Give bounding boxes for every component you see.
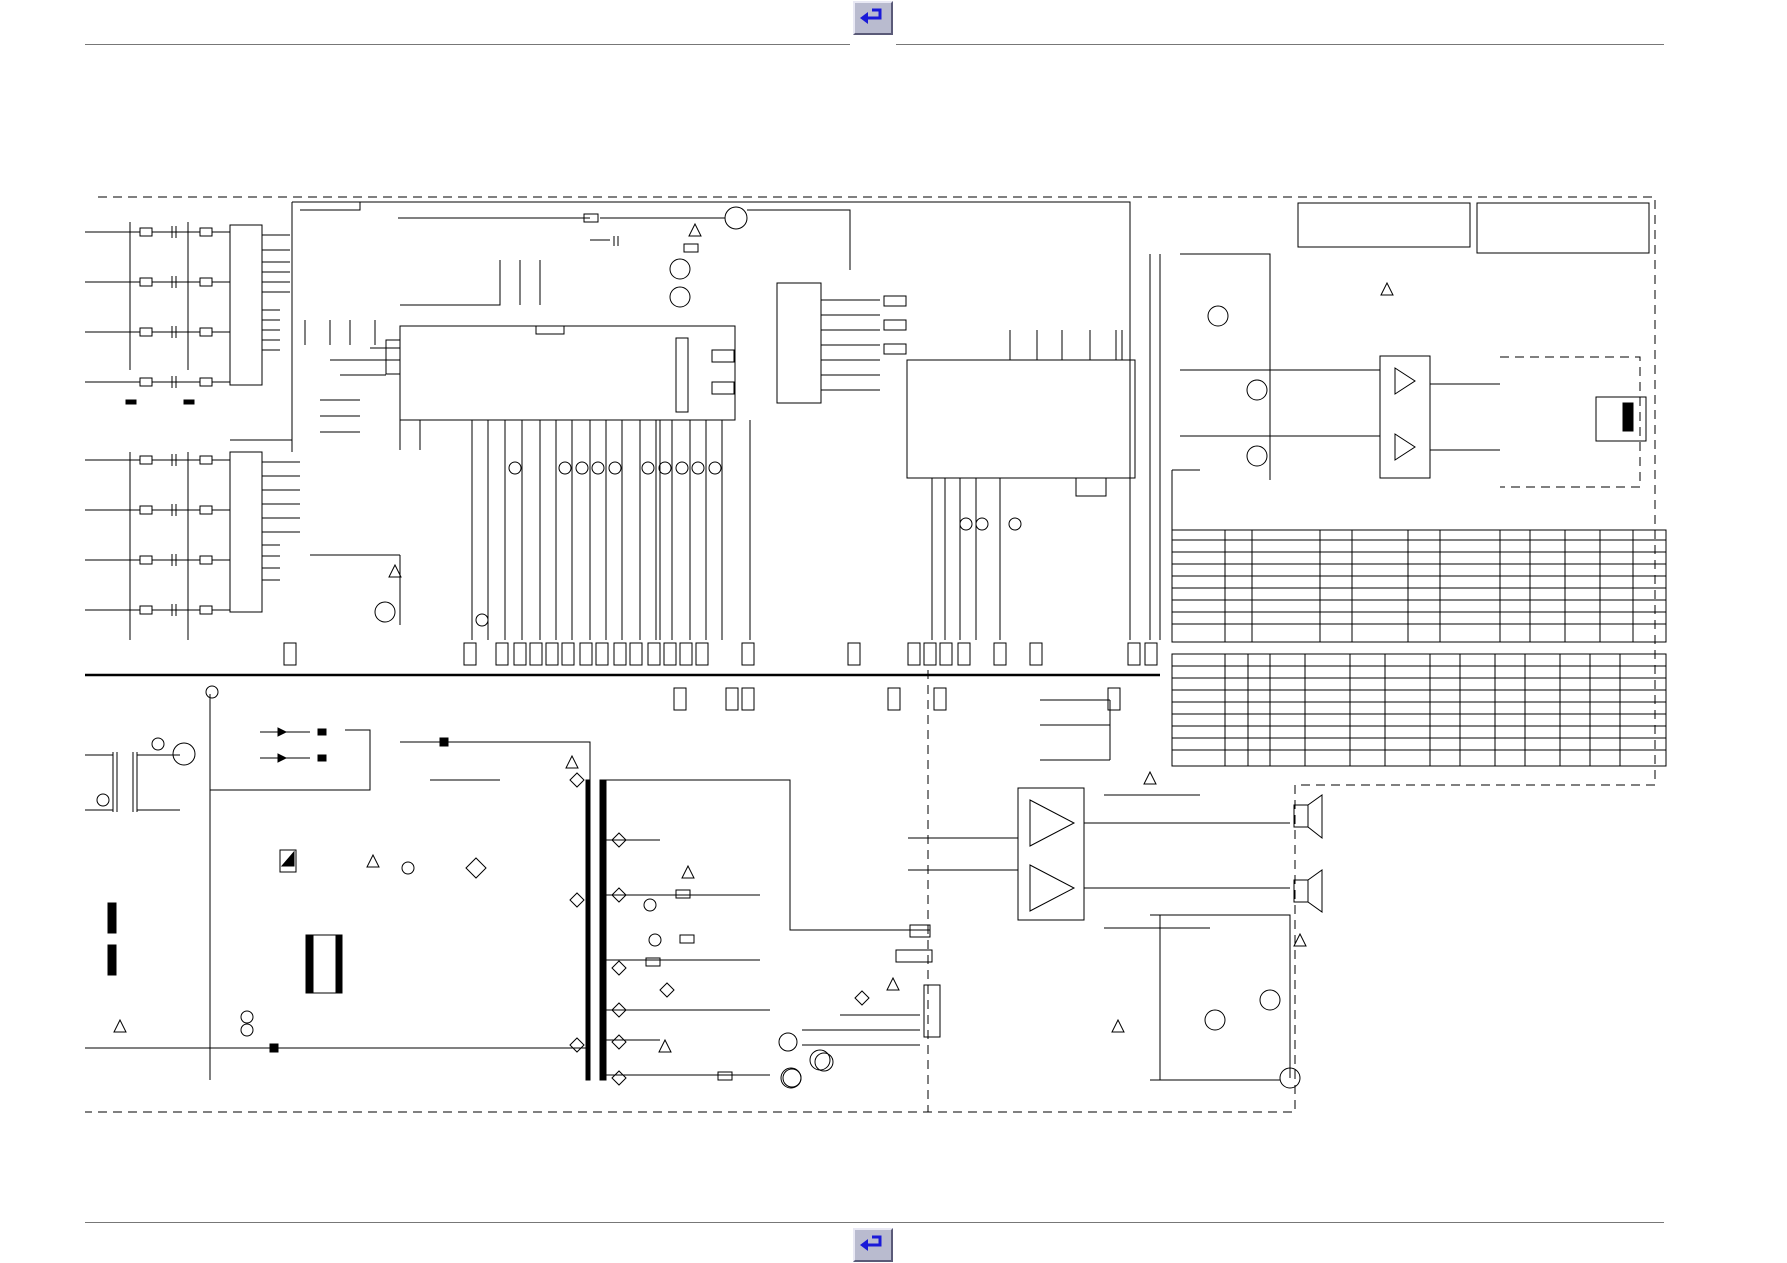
warning-triangles <box>113 222 1394 1053</box>
left-filter-network <box>85 222 230 640</box>
speakers <box>1293 794 1323 913</box>
ic-left-lower <box>229 451 263 613</box>
audio-power-amp <box>908 699 1290 929</box>
bottom-rule <box>85 1222 1664 1223</box>
back-button-top[interactable] <box>853 1 893 35</box>
ic-audio-processor <box>906 359 1136 479</box>
label-box-1 <box>1297 202 1471 248</box>
output-transistors <box>780 914 1301 1089</box>
back-button-bottom[interactable] <box>853 1228 893 1262</box>
spec-table-upper <box>1171 529 1667 643</box>
ic-opamp-dual <box>1379 355 1431 479</box>
return-arrow-icon <box>860 1235 882 1251</box>
section-borders <box>85 196 1656 1113</box>
main-ic-bus-lines <box>471 420 723 640</box>
headphone-jack <box>1595 396 1647 442</box>
spec-table-lower <box>1171 653 1667 767</box>
return-arrow-icon <box>860 8 882 24</box>
main-transformer <box>569 772 933 1086</box>
ic-switch <box>776 282 822 404</box>
top-rule-right <box>896 44 1664 45</box>
misc-traces <box>230 201 1200 640</box>
power-supply <box>85 685 591 1080</box>
ic-main-processor <box>399 325 736 421</box>
label-box-2 <box>1476 202 1650 254</box>
top-rule-left <box>85 44 850 45</box>
ic-left-upper <box>229 224 263 386</box>
bus-connectors <box>283 642 1158 711</box>
secondary-rectifiers <box>626 889 941 1088</box>
left-ic-pins <box>262 234 300 581</box>
